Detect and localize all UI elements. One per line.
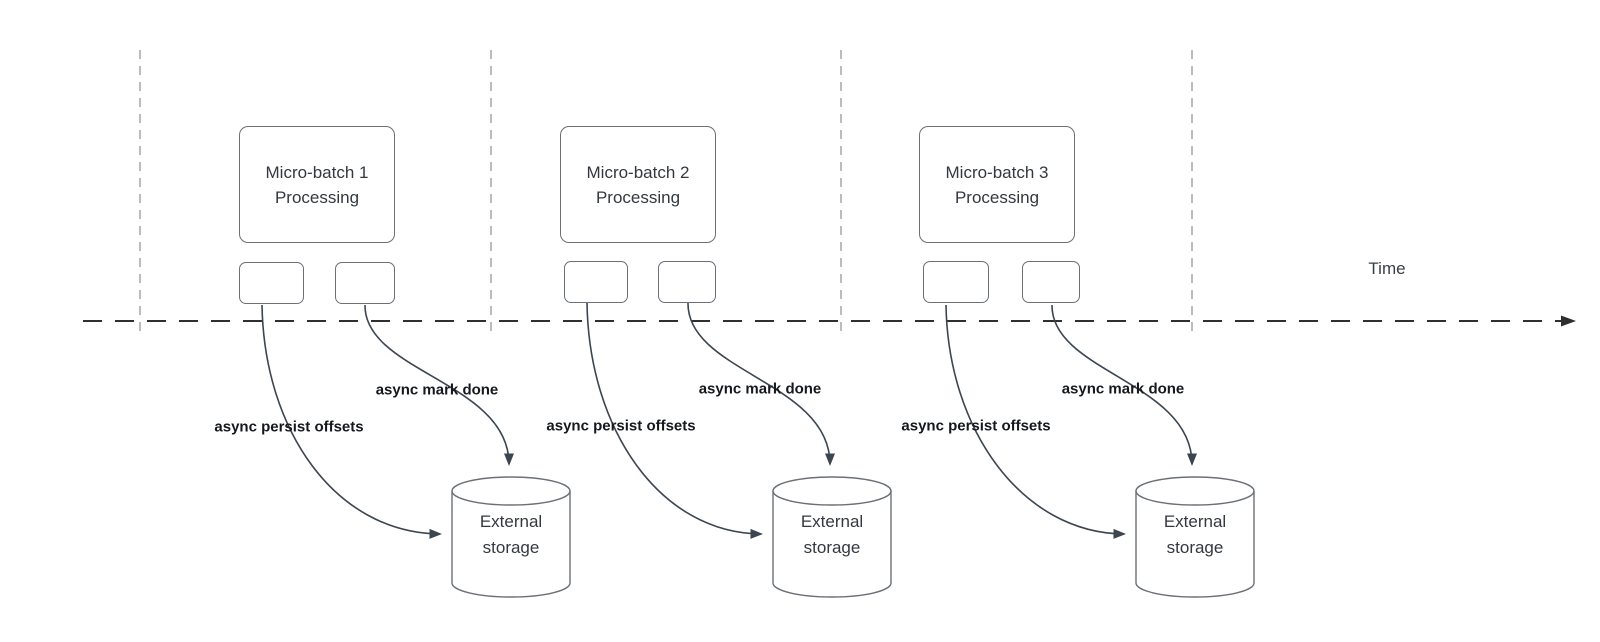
mark-done-arrow-3 — [1051, 304, 1197, 466]
external-storage-label-1: External storage — [479, 512, 543, 557]
mark-done-label-1: async mark done — [375, 381, 499, 399]
mark-done-arrow-1 — [364, 304, 514, 466]
micro-batch-1-processing-box: Micro-batch 1 Processing — [239, 126, 395, 243]
persist-offsets-arrow-1 — [261, 304, 442, 539]
external-storage-label-2: External storage — [800, 512, 864, 557]
persist-offsets-task-box-1 — [239, 262, 304, 304]
external-storage-cylinder-3 — [1135, 476, 1255, 598]
persist-offsets-arrow-2 — [586, 302, 763, 539]
persist-offsets-arrow-3 — [945, 304, 1126, 539]
mark-done-label-2: async mark done — [698, 380, 822, 398]
mark-done-task-box-3 — [1022, 261, 1080, 303]
external-storage-label-3: External storage — [1163, 512, 1227, 557]
persist-offsets-task-box-2 — [564, 261, 628, 303]
micro-batch-2-title: Micro-batch 2 Processing — [586, 162, 690, 207]
micro-batch-3-title: Micro-batch 3 Processing — [945, 162, 1049, 207]
external-storage-cylinder-2 — [772, 476, 892, 598]
persist-offsets-label-2: async persist offsets — [546, 417, 696, 435]
mark-done-task-box-2 — [658, 261, 716, 303]
micro-batch-3-processing-box: Micro-batch 3 Processing — [919, 126, 1075, 243]
time-axis-label: Time — [1368, 259, 1406, 278]
persist-offsets-label-3: async persist offsets — [901, 417, 1051, 435]
mark-done-arrow-2 — [687, 302, 835, 466]
persist-offsets-task-box-3 — [923, 261, 989, 303]
mark-done-label-3: async mark done — [1061, 380, 1185, 398]
persist-offsets-label-1: async persist offsets — [214, 418, 364, 436]
micro-batch-2-processing-box: Micro-batch 2 Processing — [560, 126, 716, 243]
external-storage-cylinder-1 — [451, 476, 571, 598]
mark-done-task-box-1 — [335, 262, 395, 304]
micro-batch-1-title: Micro-batch 1 Processing — [265, 162, 369, 207]
